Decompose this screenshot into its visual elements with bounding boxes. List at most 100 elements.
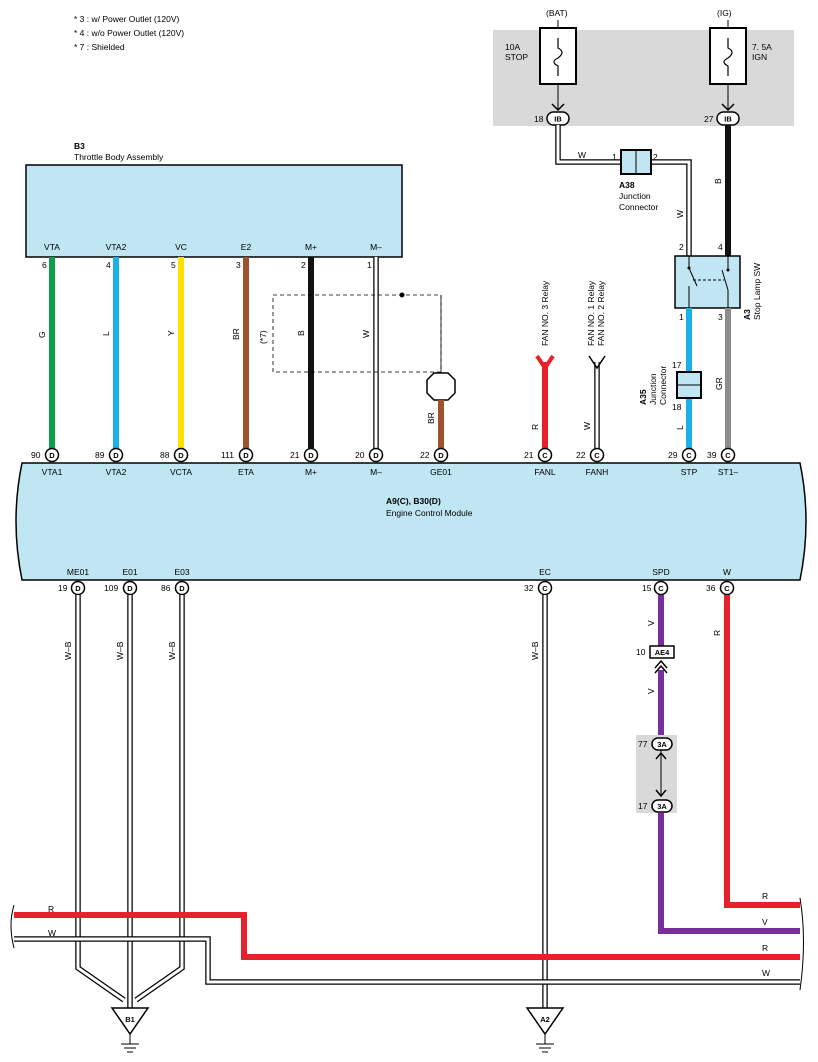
ground-a2-icon: A2 <box>525 1007 565 1053</box>
wire-label-br-shield: BR <box>426 412 436 424</box>
ecm-terminal-label: E01 <box>122 567 137 577</box>
wire-label-gr: GR <box>714 377 724 390</box>
stop-lamp-pin-2: 2 <box>679 242 684 252</box>
throttle-wires: G L Y BR B W (*7) BR <box>37 257 456 448</box>
ecm-terminal-st1-minus: C 39 ST1– <box>707 447 739 477</box>
fuse-stop-name: STOP <box>505 52 528 62</box>
shield-ground-icon <box>426 372 456 401</box>
ecm-terminal-me01: ME01 D 19 <box>58 567 89 596</box>
ecm-terminal-num: 32 <box>524 583 534 593</box>
stop-circuit-wires: W W B <box>555 125 731 256</box>
connector-ib-18-id: IB <box>554 115 562 124</box>
wire-label-r-fanl: R <box>530 424 540 430</box>
wire-label-w-a38-in: W <box>578 150 586 160</box>
c3a-top-pin: 77 <box>638 739 648 749</box>
ecm-terminal-num: 109 <box>104 583 118 593</box>
junction-connector-a35: 17 18 A35 Junction Connector <box>638 360 702 412</box>
a35-code: A35 <box>638 389 648 405</box>
stop-lamp-switch: 2 4 1 3 A3 Stop Lamp SW <box>674 242 762 322</box>
wire-label-wb-1: W–B <box>63 641 73 660</box>
throttle-name: Throttle Body Assembly <box>74 152 164 162</box>
c3a-top-id: 3A <box>657 740 667 749</box>
ecm-terminal-mplus: D 21 M+ <box>290 447 319 477</box>
ecm-terminal-conn: C <box>542 584 548 593</box>
throttle-num-5: 5 <box>171 260 176 270</box>
ecm-terminal-num: 21 <box>524 450 534 460</box>
ecm-terminal-conn: D <box>75 584 81 593</box>
wire-label-l: L <box>101 331 111 336</box>
ecm-terminal-conn: D <box>308 451 314 460</box>
ecm-terminal-conn: D <box>373 451 379 460</box>
engine-control-module: A9(C), B30(D) Engine Control Module D 90… <box>15 447 807 596</box>
wire-label-br: BR <box>231 328 241 340</box>
ecm-terminal-num: 19 <box>58 583 68 593</box>
ecm-terminal-label: FANH <box>586 467 609 477</box>
fan-relay-1-label: FAN NO. 1 Relay <box>586 280 596 346</box>
ecm-terminal-conn: C <box>724 584 730 593</box>
a35-pin-18: 18 <box>672 402 682 412</box>
ecm-terminal-fanl: C 21 FANL <box>524 447 556 477</box>
wire-label-w-a38-out: W <box>675 210 685 218</box>
ig-label: (IG) <box>717 8 732 18</box>
a35-line-1: Junction <box>648 373 658 405</box>
ecm-terminal-num: 90 <box>31 450 41 460</box>
ecm-terminal-num: 88 <box>160 450 170 460</box>
junction-connector-a38: 1 2 A38 Junction Connector <box>612 149 658 212</box>
ecm-terminal-label: ST1– <box>718 467 739 477</box>
a38-line-1: Junction <box>619 191 651 201</box>
throttle-pin-mplus: M+ <box>305 242 317 252</box>
ecm-terminal-label: ME01 <box>67 567 89 577</box>
ecm-terminal-conn: D <box>438 451 444 460</box>
ecm-terminal-conn: C <box>594 451 600 460</box>
ecm-terminal-label: E03 <box>174 567 189 577</box>
throttle-num-6: 6 <box>42 260 47 270</box>
ecm-terminal-conn: C <box>725 451 731 460</box>
throttle-num-3: 3 <box>236 260 241 270</box>
ecm-terminal-num: 22 <box>420 450 430 460</box>
wire-label-r-w: R <box>712 630 722 636</box>
ae4-pin: 10 <box>636 647 646 657</box>
connector-3a-pair: 3A 77 3A 17 <box>636 735 677 813</box>
ecm-terminal-eta: D 111 ETA <box>221 447 254 477</box>
ecm-terminal-label: M+ <box>305 467 317 477</box>
shield-note: (*7) <box>258 330 268 344</box>
ecm-terminal-conn: D <box>49 451 55 460</box>
throttle-code: B3 <box>74 141 85 151</box>
wire-label-w-fanh: W <box>582 422 592 430</box>
ecm-terminal-label: VTA2 <box>106 467 127 477</box>
stop-lamp-pin-1: 1 <box>679 312 684 322</box>
a38-pin-2: 2 <box>653 152 658 162</box>
ecm-terminal-num: 21 <box>290 450 300 460</box>
ecm-terminal-label: SPD <box>652 567 669 577</box>
notes: * 3 : w/ Power Outlet (120V) * 4 : w/o P… <box>74 14 184 52</box>
ecm-terminal-e03: E03 D 86 <box>161 567 190 596</box>
fuse-stop-rating: 10A <box>505 42 520 52</box>
stop-lamp-pin-3: 3 <box>718 312 723 322</box>
ecm-terminal-conn: D <box>243 451 249 460</box>
ecm-terminal-label: EC <box>539 567 551 577</box>
wire-label-wb-3: W–B <box>167 641 177 660</box>
ecm-terminal-num: 36 <box>706 583 716 593</box>
note-1: * 3 : w/ Power Outlet (120V) <box>74 14 180 24</box>
c3a-bot-id: 3A <box>657 802 667 811</box>
ecm-terminal-conn: D <box>178 451 184 460</box>
stop-lamp-name: Stop Lamp SW <box>752 263 762 320</box>
throttle-num-1: 1 <box>367 260 372 270</box>
ground-wires: W–B W–B W–B W–B <box>63 595 548 1008</box>
stop-lamp-pin-4: 4 <box>718 242 723 252</box>
fuse-box-background <box>493 30 794 126</box>
wire-label-wb-4: W–B <box>530 641 540 660</box>
bus-label-w-1: W <box>48 928 56 938</box>
ecm-terminal-conn: C <box>542 451 548 460</box>
ecm-terminal-num: 29 <box>668 450 678 460</box>
ecm-terminal-label: VCTA <box>170 467 192 477</box>
ecm-terminal-conn: D <box>127 584 133 593</box>
bus-label-r-3: R <box>762 891 768 901</box>
wire-label-b-ign: B <box>713 178 723 184</box>
a38-pin-1: 1 <box>612 152 617 162</box>
connector-ib-27-pin: 27 <box>704 114 714 124</box>
a35-line-2: Connector <box>658 366 668 405</box>
wire-label-v-1: V <box>646 620 656 626</box>
wire-label-wb-2: W–B <box>115 641 125 660</box>
